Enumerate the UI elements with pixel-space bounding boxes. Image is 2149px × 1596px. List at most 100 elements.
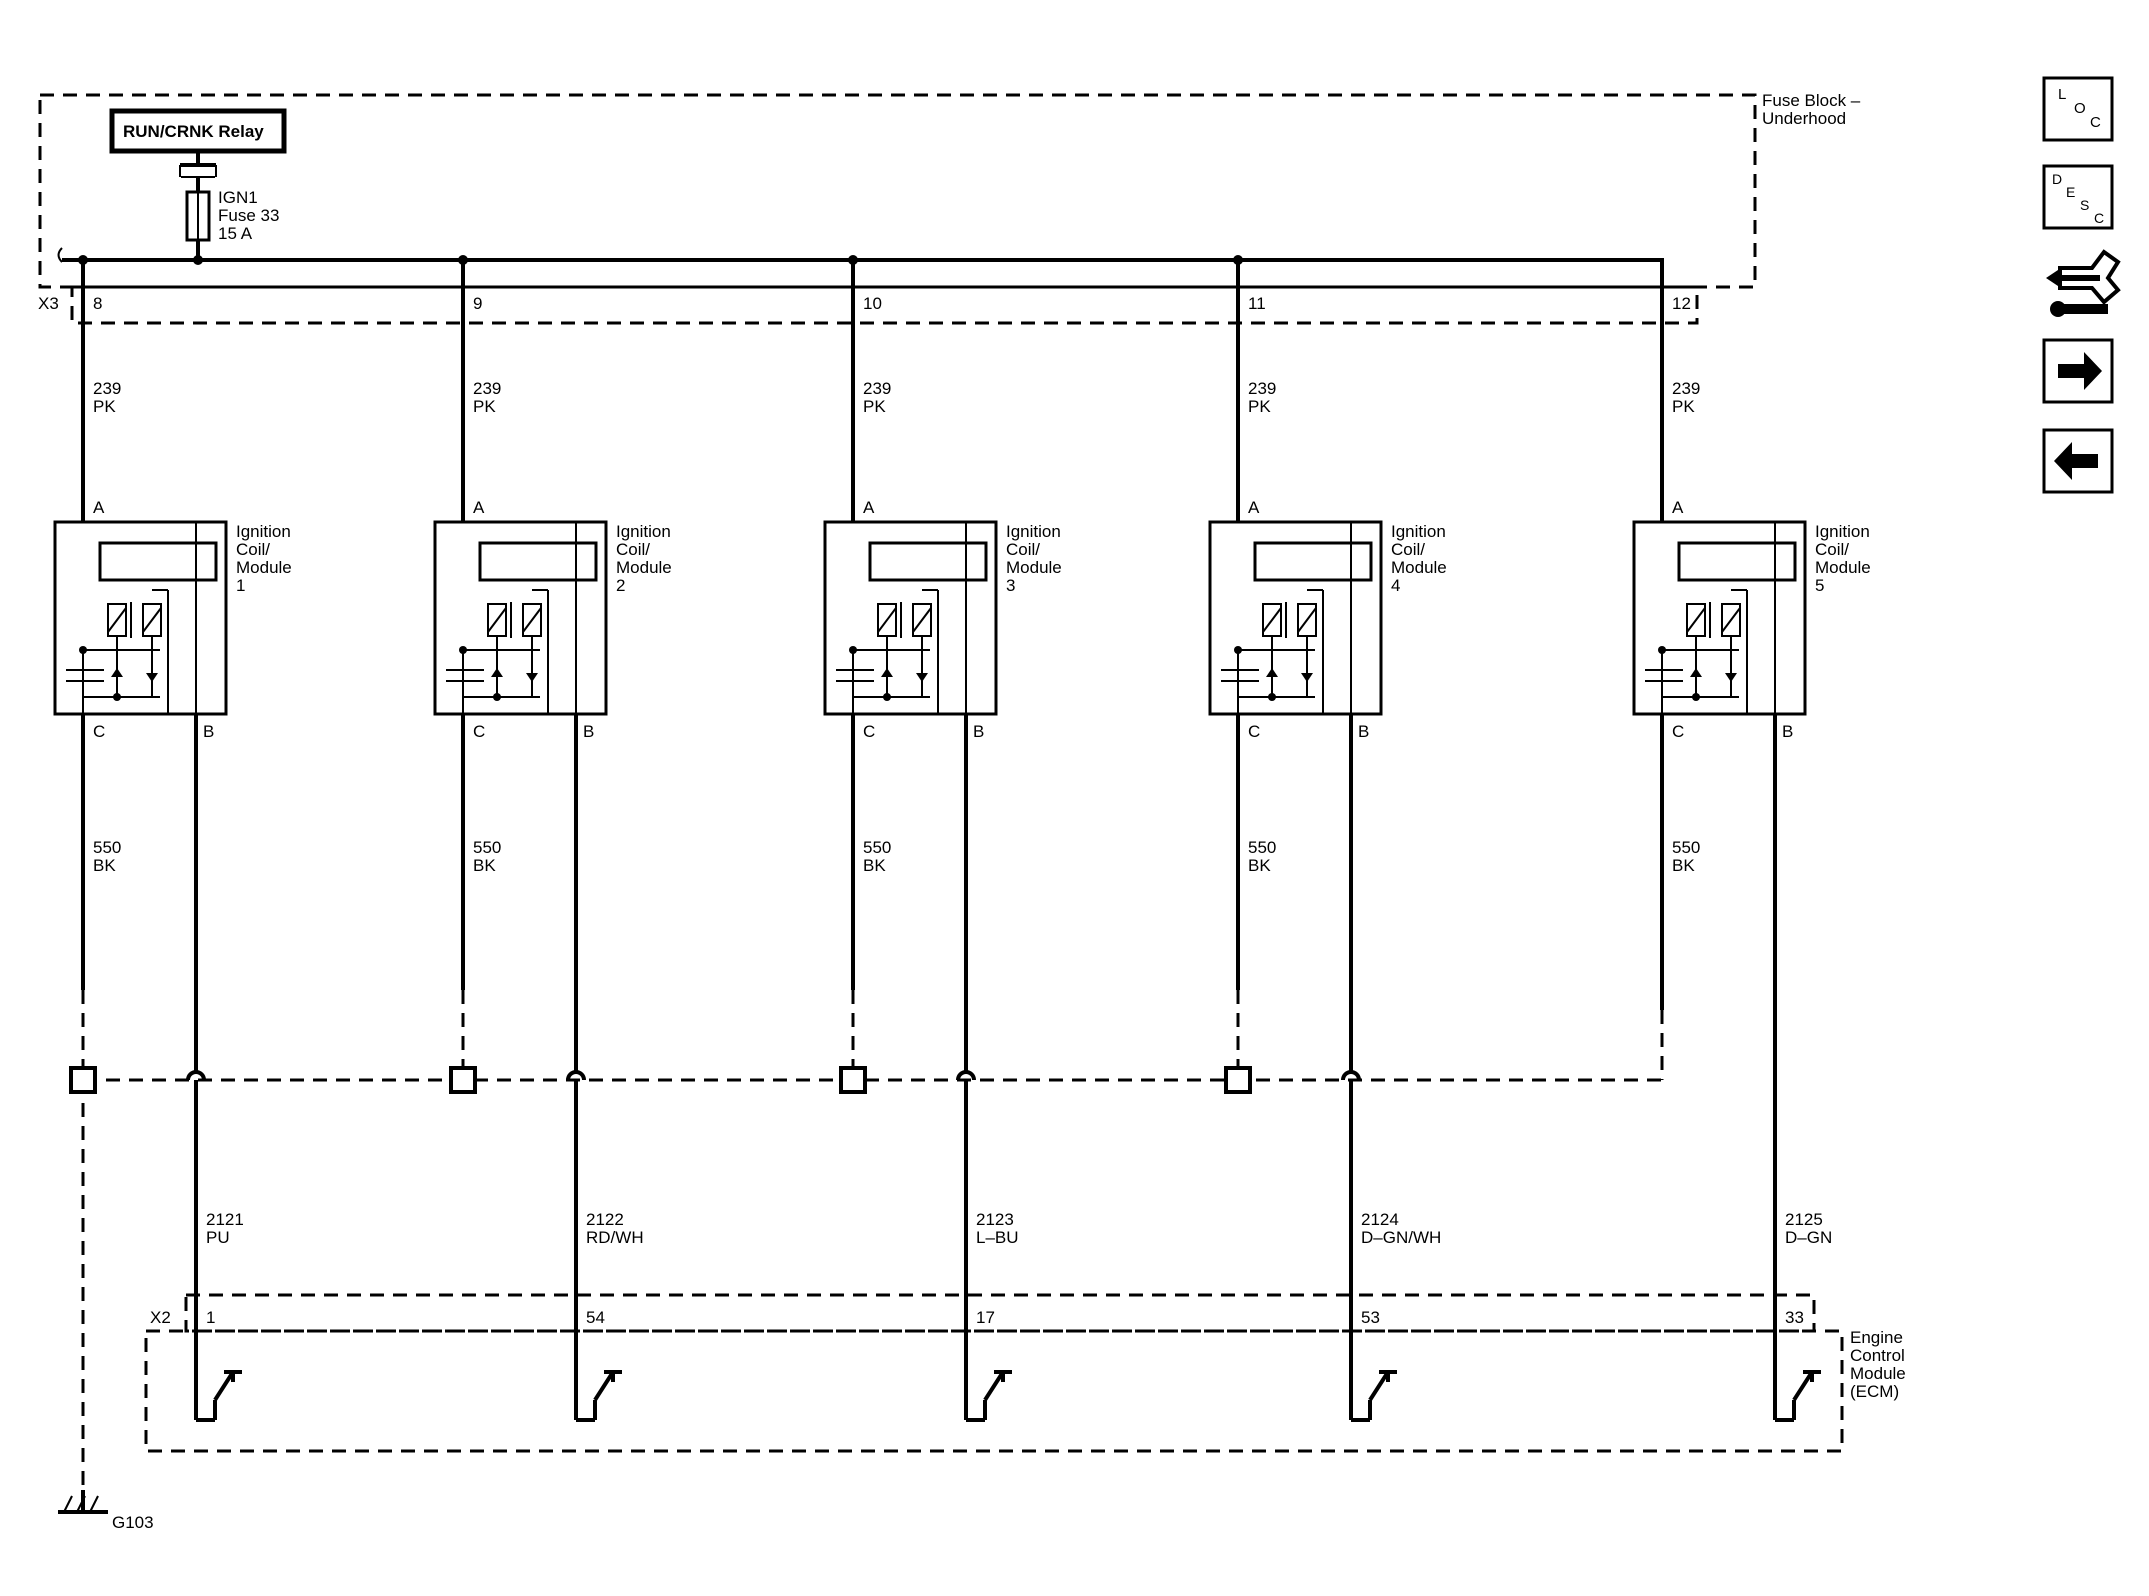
arrow-left-icon [2054, 442, 2098, 480]
coil-name-5b: Coil/ [1815, 540, 1849, 559]
coil-name-4c: Module [1391, 558, 1447, 577]
x2-connector [184, 1293, 1816, 1333]
ecm-label-2: Control [1850, 1346, 1905, 1365]
svg-text:L: L [2058, 86, 2066, 103]
wire-a-num-3: 239 [863, 379, 891, 398]
ignition-coil-module-1: 8 239 PK A Ignition Coil/ Module 1 C B 5 [53, 260, 292, 1422]
wire-a-num-5: 239 [1672, 379, 1700, 398]
wire-a-num-1: 239 [93, 379, 121, 398]
desc-button[interactable]: D E S C [2042, 164, 2114, 230]
pin-x3-10: 10 [863, 294, 882, 313]
svg-text:C: C [2094, 210, 2104, 226]
coil-num-2: 2 [616, 576, 625, 595]
term-a-1: A [93, 498, 105, 517]
ground-label: G103 [112, 1513, 154, 1532]
term-b-1: B [203, 722, 214, 741]
term-a-3: A [863, 498, 875, 517]
coil-num-4: 4 [1391, 576, 1400, 595]
wire-c-color-4: BK [1248, 856, 1271, 875]
ground-splice-bus: G103 [58, 1010, 1664, 1532]
coil-name-1b: Coil/ [236, 540, 270, 559]
wire-a-color-4: PK [1248, 397, 1271, 416]
fuse-block-title-1: Fuse Block – [1762, 91, 1861, 110]
fuse-label-1: IGN1 [218, 188, 258, 207]
pin-x3-12: 12 [1672, 294, 1691, 313]
fuse-block-underhood: Fuse Block – Underhood RUN/CRNK Relay IG… [38, 91, 1861, 325]
fuse-block-title-2: Underhood [1762, 109, 1846, 128]
term-a-5: A [1672, 498, 1684, 517]
run-crank-relay [109, 108, 287, 154]
ecm-pin-4: 53 [1361, 1308, 1380, 1327]
coil-name-3c: Module [1006, 558, 1062, 577]
ignition-coil-module-4: 11 239 PK A Ignition Coil/ Module 4 C B [1208, 260, 1447, 1422]
wire-b-color-2: RD/WH [586, 1228, 644, 1247]
wire-c-color-2: BK [473, 856, 496, 875]
x2-label: X2 [150, 1308, 171, 1327]
ignition-coil-module-2: 9 239 PK A Ignition Coil/ Module 2 C B 5 [433, 260, 672, 1422]
term-c-3: C [863, 722, 875, 741]
wire-c-num-2: 550 [473, 838, 501, 857]
wire-a-color-3: PK [863, 397, 886, 416]
ecm-pin-5: 33 [1785, 1308, 1804, 1327]
wire-a-num-4: 239 [1248, 379, 1276, 398]
ecm-pin-1: 1 [206, 1308, 215, 1327]
wire-b-color-1: PU [206, 1228, 230, 1247]
term-c-5: C [1672, 722, 1684, 741]
wire-a-num-2: 239 [473, 379, 501, 398]
wire-a-color-2: PK [473, 397, 496, 416]
prev-arrow-button[interactable] [2042, 428, 2114, 494]
coil-name-5c: Module [1815, 558, 1871, 577]
x3-label: X3 [38, 294, 59, 313]
ecm-label-4: (ECM) [1850, 1382, 1899, 1401]
wire-b-num-1: 2121 [206, 1210, 244, 1229]
wire-b-color-4: D–GN/WH [1361, 1228, 1441, 1247]
wire-c-color-5: BK [1672, 856, 1695, 875]
coil-name-4a: Ignition [1391, 522, 1446, 541]
coil-name-1c: Module [236, 558, 292, 577]
wire-b-color-5: D–GN [1785, 1228, 1832, 1247]
term-b-4: B [1358, 722, 1369, 741]
pin-x3-11: 11 [1248, 294, 1266, 313]
term-c-2: C [473, 722, 485, 741]
coil-name-5a: Ignition [1815, 522, 1870, 541]
wire-a-color-5: PK [1672, 397, 1695, 416]
wire-b-num-2: 2122 [586, 1210, 624, 1229]
wire-b-color-3: L–BU [976, 1228, 1019, 1247]
next-arrow-button[interactable] [2042, 338, 2114, 404]
wire-a-color-1: PK [93, 397, 116, 416]
loc-button[interactable]: L O C [2042, 76, 2114, 142]
term-b-3: B [973, 722, 984, 741]
splice-1 [69, 1066, 97, 1094]
term-c-4: C [1248, 722, 1260, 741]
wire-c-num-1: 550 [93, 838, 121, 857]
splice-2 [449, 1066, 477, 1094]
coil-name-3b: Coil/ [1006, 540, 1040, 559]
ecm-pin-3: 17 [976, 1308, 995, 1327]
term-b-2: B [583, 722, 594, 741]
term-b-5: B [1782, 722, 1793, 741]
svg-text:C: C [2090, 114, 2101, 131]
coil-name-1a: Ignition [236, 522, 291, 541]
svg-text:D: D [2052, 171, 2062, 187]
ignition-coil-module-3: 10 239 PK A Ignition Coil/ Module 3 C B [823, 260, 1062, 1422]
pin-x3-8: 8 [93, 294, 102, 313]
connector-wrench-icon[interactable] [2046, 249, 2121, 317]
coil-num-1: 1 [236, 576, 245, 595]
wire-c-num-5: 550 [1672, 838, 1700, 857]
wire-c-num-4: 550 [1248, 838, 1276, 857]
splice-4 [1224, 1066, 1252, 1094]
coil-name-2a: Ignition [616, 522, 671, 541]
ecm-label-3: Module [1850, 1364, 1906, 1383]
svg-text:S: S [2080, 197, 2089, 213]
svg-text:O: O [2074, 100, 2086, 117]
coil-name-2c: Module [616, 558, 672, 577]
fuse-label-3: 15 A [218, 224, 253, 243]
ecm-pin-2: 54 [586, 1308, 605, 1327]
term-a-2: A [473, 498, 485, 517]
ecm-label-1: Engine [1850, 1328, 1903, 1347]
pin-x3-9: 9 [473, 294, 482, 313]
engine-control-module: X2 Engine Control Module (ECM) [144, 1293, 1906, 1453]
coil-num-5: 5 [1815, 576, 1824, 595]
ignition-coil-module-5: 12 239 PK A Ignition Coil/ Module 5 C B … [1632, 260, 1871, 1422]
